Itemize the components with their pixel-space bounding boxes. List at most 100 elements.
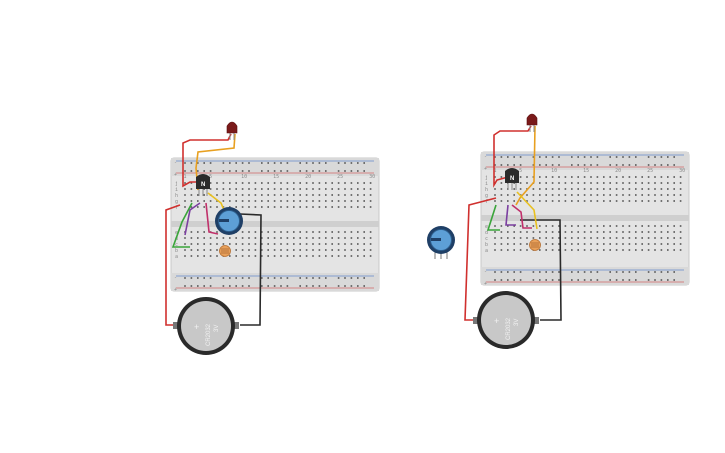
breadboard-hole[interactable] <box>305 243 308 245</box>
breadboard-hole[interactable] <box>654 225 656 227</box>
breadboard-hole[interactable] <box>609 243 611 245</box>
breadboard-hole[interactable] <box>229 206 231 208</box>
breadboard-hole[interactable] <box>350 194 353 196</box>
breadboard-hole[interactable] <box>318 255 321 257</box>
breadboard-hole[interactable] <box>318 206 321 208</box>
breadboard-hole[interactable] <box>590 156 592 158</box>
breadboard-hole[interactable] <box>590 188 592 190</box>
breadboard-hole[interactable] <box>539 271 541 273</box>
breadboard-hole[interactable] <box>312 200 314 202</box>
breadboard-hole[interactable] <box>558 176 560 178</box>
breadboard-hole[interactable] <box>344 182 346 184</box>
breadboard-hole[interactable] <box>583 279 586 281</box>
breadboard-hole[interactable] <box>299 188 301 190</box>
breadboard-hole[interactable] <box>667 231 669 233</box>
breadboard-hole[interactable] <box>229 162 231 164</box>
breadboard-hole[interactable] <box>337 200 340 202</box>
breadboard-hole[interactable] <box>369 243 372 245</box>
breadboard-hole[interactable] <box>673 271 675 273</box>
breadboard-hole[interactable] <box>647 279 650 281</box>
breadboard-hole[interactable] <box>609 271 611 273</box>
breadboard-hole[interactable] <box>603 225 605 227</box>
breadboard-hole[interactable] <box>500 279 503 281</box>
breadboard-hole[interactable] <box>660 243 663 245</box>
breadboard-hole[interactable] <box>609 279 611 281</box>
breadboard-hole[interactable] <box>241 277 244 279</box>
breadboard-hole[interactable] <box>190 206 193 208</box>
breadboard-hole[interactable] <box>667 225 669 227</box>
breadboard-hole[interactable] <box>660 249 663 251</box>
breadboard-hole[interactable] <box>551 188 554 190</box>
breadboard-hole[interactable] <box>500 249 503 251</box>
breadboard-hole[interactable] <box>558 182 560 184</box>
breadboard-hole[interactable] <box>615 225 618 227</box>
breadboard-hole[interactable] <box>337 249 340 251</box>
breadboard-hole[interactable] <box>369 188 372 190</box>
breadboard-hole[interactable] <box>369 182 372 184</box>
breadboard-hole[interactable] <box>673 182 675 184</box>
breadboard-hole[interactable] <box>216 231 218 233</box>
breadboard-hole[interactable] <box>197 194 199 196</box>
breadboard-hole[interactable] <box>603 237 605 239</box>
breadboard-hole[interactable] <box>267 182 269 184</box>
breadboard-hole[interactable] <box>350 170 353 172</box>
breadboard-hole[interactable] <box>603 188 605 190</box>
breadboard-hole[interactable] <box>571 249 573 251</box>
breadboard-hole[interactable] <box>679 243 682 245</box>
breadboard-hole[interactable] <box>312 277 314 279</box>
breadboard-hole[interactable] <box>197 162 199 164</box>
breadboard-hole[interactable] <box>519 188 522 190</box>
breadboard-hole[interactable] <box>286 249 289 251</box>
breadboard-hole[interactable] <box>609 156 611 158</box>
breadboard-hole[interactable] <box>363 285 365 287</box>
breadboard-hole[interactable] <box>596 231 599 233</box>
breadboard-hole[interactable] <box>350 206 353 208</box>
breadboard-hole[interactable] <box>273 237 276 239</box>
breadboard-hole[interactable] <box>641 176 643 178</box>
breadboard-hole[interactable] <box>248 285 250 287</box>
breadboard-hole[interactable] <box>222 170 225 172</box>
breadboard-hole[interactable] <box>609 188 611 190</box>
breadboard-hole[interactable] <box>551 271 554 273</box>
breadboard-hole[interactable] <box>305 255 308 257</box>
breadboard-hole[interactable] <box>507 271 509 273</box>
breadboard-hole[interactable] <box>261 231 263 233</box>
breadboard-hole[interactable] <box>254 243 257 245</box>
breadboard-hole[interactable] <box>305 162 308 164</box>
breadboard-hole[interactable] <box>280 243 282 245</box>
breadboard-hole[interactable] <box>628 249 631 251</box>
breadboard-hole[interactable] <box>609 176 611 178</box>
breadboard-hole[interactable] <box>293 194 295 196</box>
breadboard-hole[interactable] <box>667 243 669 245</box>
breadboard-hole[interactable] <box>628 176 631 178</box>
breadboard-hole[interactable] <box>513 164 515 166</box>
breadboard-hole[interactable] <box>293 182 295 184</box>
breadboard-hole[interactable] <box>229 277 231 279</box>
breadboard-hole[interactable] <box>603 194 605 196</box>
breadboard-hole[interactable] <box>357 200 359 202</box>
breadboard-hole[interactable] <box>344 255 346 257</box>
breadboard-hole[interactable] <box>500 182 503 184</box>
breadboard-hole[interactable] <box>571 279 573 281</box>
breadboard-hole[interactable] <box>273 231 276 233</box>
breadboard-hole[interactable] <box>344 162 346 164</box>
breadboard-hole[interactable] <box>318 162 321 164</box>
breadboard-hole[interactable] <box>261 206 263 208</box>
breadboard-hole[interactable] <box>325 243 327 245</box>
breadboard-hole[interactable] <box>667 156 669 158</box>
breadboard-hole[interactable] <box>647 243 650 245</box>
breadboard-hole[interactable] <box>654 237 656 239</box>
breadboard-hole[interactable] <box>363 194 365 196</box>
breadboard-hole[interactable] <box>325 188 327 190</box>
breadboard-hole[interactable] <box>583 182 586 184</box>
breadboard-hole[interactable] <box>273 188 276 190</box>
breadboard-hole[interactable] <box>203 231 205 233</box>
breadboard-hole[interactable] <box>344 170 346 172</box>
breadboard-hole[interactable] <box>647 200 650 202</box>
breadboard-hole[interactable] <box>571 271 573 273</box>
breadboard-hole[interactable] <box>248 277 250 279</box>
breadboard-hole[interactable] <box>494 279 496 281</box>
breadboard-hole[interactable] <box>267 249 269 251</box>
breadboard-hole[interactable] <box>571 225 573 227</box>
breadboard-hole[interactable] <box>647 156 650 158</box>
